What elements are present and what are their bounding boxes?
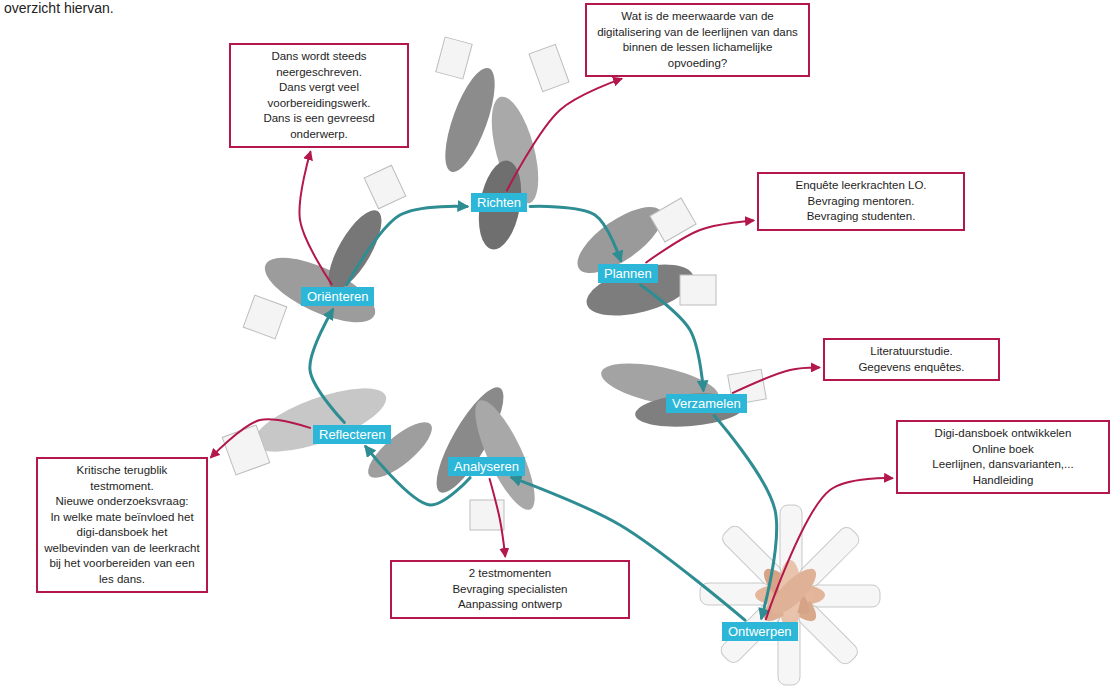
callout-box: Kritische terugblik testmoment.Nieuwe on… xyxy=(36,457,208,593)
stage-label: Plannen xyxy=(598,264,658,283)
callout-arrow xyxy=(646,221,753,263)
cycle-arrow xyxy=(641,285,704,390)
node-text: Verzamelen xyxy=(672,396,741,411)
node-text: Kritische terugblik testmoment. xyxy=(44,463,200,494)
stage-label: Ontwerpen xyxy=(722,622,798,641)
callout-arrow xyxy=(733,367,819,392)
callout-box: Enquête leerkrachten LO.Bevraging mentor… xyxy=(757,172,965,231)
node-text: Aanpassing ontwerp xyxy=(398,597,622,613)
node-text: Literatuurstudie. xyxy=(831,344,992,360)
node-text: Nieuwe onderzoeksvraag: xyxy=(44,494,200,510)
cycle-arrow xyxy=(347,206,467,284)
hands-richten xyxy=(435,37,569,253)
callout-box: Dans wordt steeds neergeschreven.Dans ve… xyxy=(229,43,409,148)
node-text: Bevraging studenten. xyxy=(765,209,957,225)
hands-reflecteren xyxy=(222,375,439,486)
callout-box: Digi-dansboek ontwikkelenOnline boekLeer… xyxy=(896,420,1110,494)
node-text: Dans wordt steeds neergeschreven. xyxy=(237,49,401,80)
node-text: In welke mate beïnvloed het digi-dansboe… xyxy=(44,510,200,588)
node-text: Online boek xyxy=(904,442,1102,458)
node-text: Enquête leerkrachten LO. xyxy=(765,178,957,194)
cycle-arrow xyxy=(310,310,345,423)
node-text: Handleiding xyxy=(904,473,1102,489)
stage-label: Reflecteren xyxy=(313,425,391,444)
node-text: Dans is een gevreesd onderwerp. xyxy=(237,111,401,142)
callout-box: Wat is de meerwaarde van de digitaliseri… xyxy=(585,3,810,77)
callout-arrow xyxy=(299,152,331,284)
callout-box: 2 testmomentenBevraging specialistenAanp… xyxy=(390,560,630,619)
node-text: Bevraging mentoren. xyxy=(765,194,957,210)
hands-plannen xyxy=(568,195,716,326)
page-text: overzicht hiervan. xyxy=(4,0,114,16)
callout-arrow xyxy=(211,419,310,457)
node-text: 2 testmomenten xyxy=(398,566,622,582)
node-text: Ontwerpen xyxy=(728,624,792,639)
callout-box: Literatuurstudie.Gegevens enquêtes. xyxy=(823,338,1000,381)
callout-arrow xyxy=(766,478,892,619)
node-text: Dans vergt veel voorbereidingswerk. xyxy=(237,80,401,111)
stage-label: Verzamelen xyxy=(666,394,747,413)
hands-analyseren xyxy=(425,380,545,530)
hands-ontwerpen xyxy=(700,505,880,685)
stage-label: Oriënteren xyxy=(301,287,374,306)
stage-label: Richten xyxy=(471,193,527,212)
stage-label: Analyseren xyxy=(448,457,525,476)
cycle-arrow xyxy=(714,416,777,619)
node-text: Oriënteren xyxy=(307,289,368,304)
node-text: Analyseren xyxy=(454,459,519,474)
node-text: Wat is de meerwaarde van de digitaliseri… xyxy=(593,9,802,71)
node-text: Plannen xyxy=(604,266,652,281)
hands-verzamelen xyxy=(598,355,767,431)
cycle-arrow xyxy=(530,206,621,260)
hands-orienteren xyxy=(243,165,406,339)
node-text: Richten xyxy=(477,195,521,210)
node-text: Gegevens enquêtes. xyxy=(831,360,992,376)
node-text: Bevraging specialisten xyxy=(398,582,622,598)
node-text: Digi-dansboek ontwikkelen xyxy=(904,426,1102,442)
node-text: Reflecteren xyxy=(319,427,385,442)
callout-arrow xyxy=(490,479,506,556)
callout-arrow xyxy=(507,79,621,191)
node-text: Leerlijnen, dansvarianten,... xyxy=(904,457,1102,473)
